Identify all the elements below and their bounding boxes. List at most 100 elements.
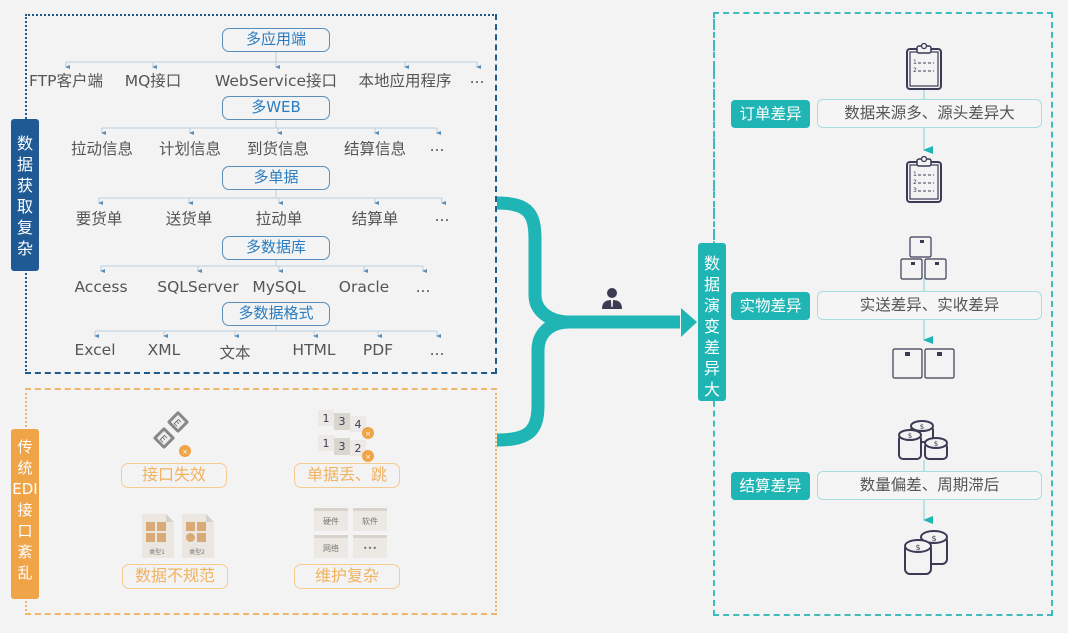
source-item: 文本 xyxy=(219,344,251,362)
grid-cell-label: 软件 xyxy=(362,516,378,526)
svg-text:E: E xyxy=(157,434,168,445)
tag-char: 变 xyxy=(703,317,720,336)
tag-char: 数 xyxy=(16,134,33,153)
data-evolution-tag: 数 据 演 变 差 异 大 xyxy=(698,243,726,401)
window-grid-icon: 硬件 软件 网络 ••• xyxy=(313,507,389,563)
source-item: 拉动信息 xyxy=(70,140,134,158)
businessman-icon xyxy=(601,287,623,315)
boxes-icon xyxy=(900,235,950,284)
source-item: ... xyxy=(429,341,445,359)
clipboard-line: 1 xyxy=(913,59,917,66)
boxes-icon xyxy=(892,348,956,384)
physical-difference-tag: 实物差异 xyxy=(731,292,810,320)
document-types-icon: 类型1 类型2 xyxy=(140,512,216,564)
tag-char: 紊 xyxy=(17,543,33,561)
tag-char: 据 xyxy=(16,155,33,174)
coin-symbol: $ xyxy=(934,440,938,448)
tag-char: 演 xyxy=(703,296,720,315)
settlement-difference-tag: 结算差异 xyxy=(731,472,810,500)
source-item: ... xyxy=(415,278,431,296)
source-item: 要货单 xyxy=(75,210,123,228)
coin-symbol: $ xyxy=(920,423,924,431)
merge-bracket-lower xyxy=(496,315,571,447)
source-item: ... xyxy=(434,207,450,225)
tag-char: 数 xyxy=(703,254,720,273)
svg-text:E: E xyxy=(171,418,182,429)
tag-char: 大 xyxy=(703,380,720,399)
problem-document-loss: 单据丢、跳 xyxy=(294,463,400,488)
clipboard-line: 3 xyxy=(913,187,917,194)
source-item: PDF xyxy=(362,341,394,359)
tag-char: 统 xyxy=(17,459,33,477)
source-item: 本地应用程序 xyxy=(358,72,452,90)
source-item: 结算信息 xyxy=(343,140,407,158)
source-item: MQ接口 xyxy=(124,72,182,90)
category-multi-format: 多数据格式 xyxy=(222,302,330,326)
category-multi-document: 多单据 xyxy=(222,166,330,190)
source-item: 计划信息 xyxy=(158,140,222,158)
source-item: FTP客户端 xyxy=(29,72,103,90)
missing-numbers-icon: 1 3 4 × 1 3 2 × xyxy=(316,410,378,466)
problem-complex-maintenance: 维护复杂 xyxy=(294,564,400,589)
tag-char: 传 xyxy=(17,438,33,456)
doc-type-label: 类型2 xyxy=(189,548,205,556)
svg-text:×: × xyxy=(182,448,188,456)
source-item: 送货单 xyxy=(165,210,213,228)
coin-symbol: $ xyxy=(931,534,936,543)
tag-char: 异 xyxy=(703,359,720,378)
source-item: SQLServer xyxy=(157,278,239,296)
number-cell: 1 xyxy=(323,412,330,425)
coins-icon: $ $ $ xyxy=(897,418,953,468)
source-item: ... xyxy=(429,137,445,155)
problem-interface-failure: 接口失效 xyxy=(121,463,227,488)
category-multi-web: 多WEB xyxy=(222,96,330,120)
number-cell: 3 xyxy=(339,440,346,453)
tag-char: 取 xyxy=(16,197,33,216)
clipboard-line: 2 xyxy=(913,67,917,74)
grid-cell-label: 硬件 xyxy=(323,516,339,526)
tag-char: 差 xyxy=(703,338,720,357)
source-item: MySQL xyxy=(252,278,306,296)
physical-difference-desc: 实送差异、实收差异 xyxy=(817,291,1042,320)
svg-text:×: × xyxy=(365,453,371,461)
tag-char: 口 xyxy=(17,522,33,540)
tag-char: 获 xyxy=(16,176,33,195)
order-difference-tag: 订单差异 xyxy=(731,100,810,128)
number-cell: 4 xyxy=(355,418,362,431)
tag-char: 乱 xyxy=(17,564,33,582)
source-item: HTML xyxy=(292,341,336,359)
number-cell: 2 xyxy=(355,442,362,455)
grid-cell-label: 网络 xyxy=(323,543,339,553)
broken-plug-icon: E E × xyxy=(150,408,200,462)
tag-char: 杂 xyxy=(16,239,33,258)
data-acquisition-tag: 数 据 获 取 复 杂 xyxy=(11,119,39,271)
doc-type-label: 类型1 xyxy=(149,548,165,556)
number-cell: 3 xyxy=(339,415,346,428)
source-item: Oracle xyxy=(338,278,390,296)
problem-nonstandard-data: 数据不规范 xyxy=(122,564,228,589)
source-item: Excel xyxy=(74,341,116,359)
category-multi-database: 多数据库 xyxy=(222,236,330,260)
coin-symbol: $ xyxy=(908,432,912,440)
source-item: 到货信息 xyxy=(246,140,310,158)
category-multi-app: 多应用端 xyxy=(222,28,330,52)
number-cell: 1 xyxy=(323,437,330,450)
coin-symbol: $ xyxy=(915,543,920,552)
order-difference-desc: 数据来源多、源头差异大 xyxy=(817,99,1042,128)
source-item: 拉动单 xyxy=(255,210,303,228)
tag-char: 据 xyxy=(703,275,720,294)
tag-char: 接 xyxy=(17,501,33,519)
merge-bracket xyxy=(496,196,680,329)
edi-chaos-tag: 传 统 EDI 接 口 紊 乱 xyxy=(11,429,39,599)
grid-cell-label: ••• xyxy=(363,544,377,553)
source-item: ... xyxy=(469,69,485,87)
clipboard-icon: 1 2 xyxy=(905,42,943,95)
clipboard-icon: 1 2 3 xyxy=(905,155,943,208)
clipboard-line: 1 xyxy=(913,171,917,178)
svg-text:×: × xyxy=(365,430,371,438)
source-item: WebService接口 xyxy=(214,72,338,90)
settlement-difference-desc: 数量偏差、周期滞后 xyxy=(817,471,1042,500)
tag-char: EDI xyxy=(12,480,38,498)
clipboard-line: 2 xyxy=(913,179,917,186)
